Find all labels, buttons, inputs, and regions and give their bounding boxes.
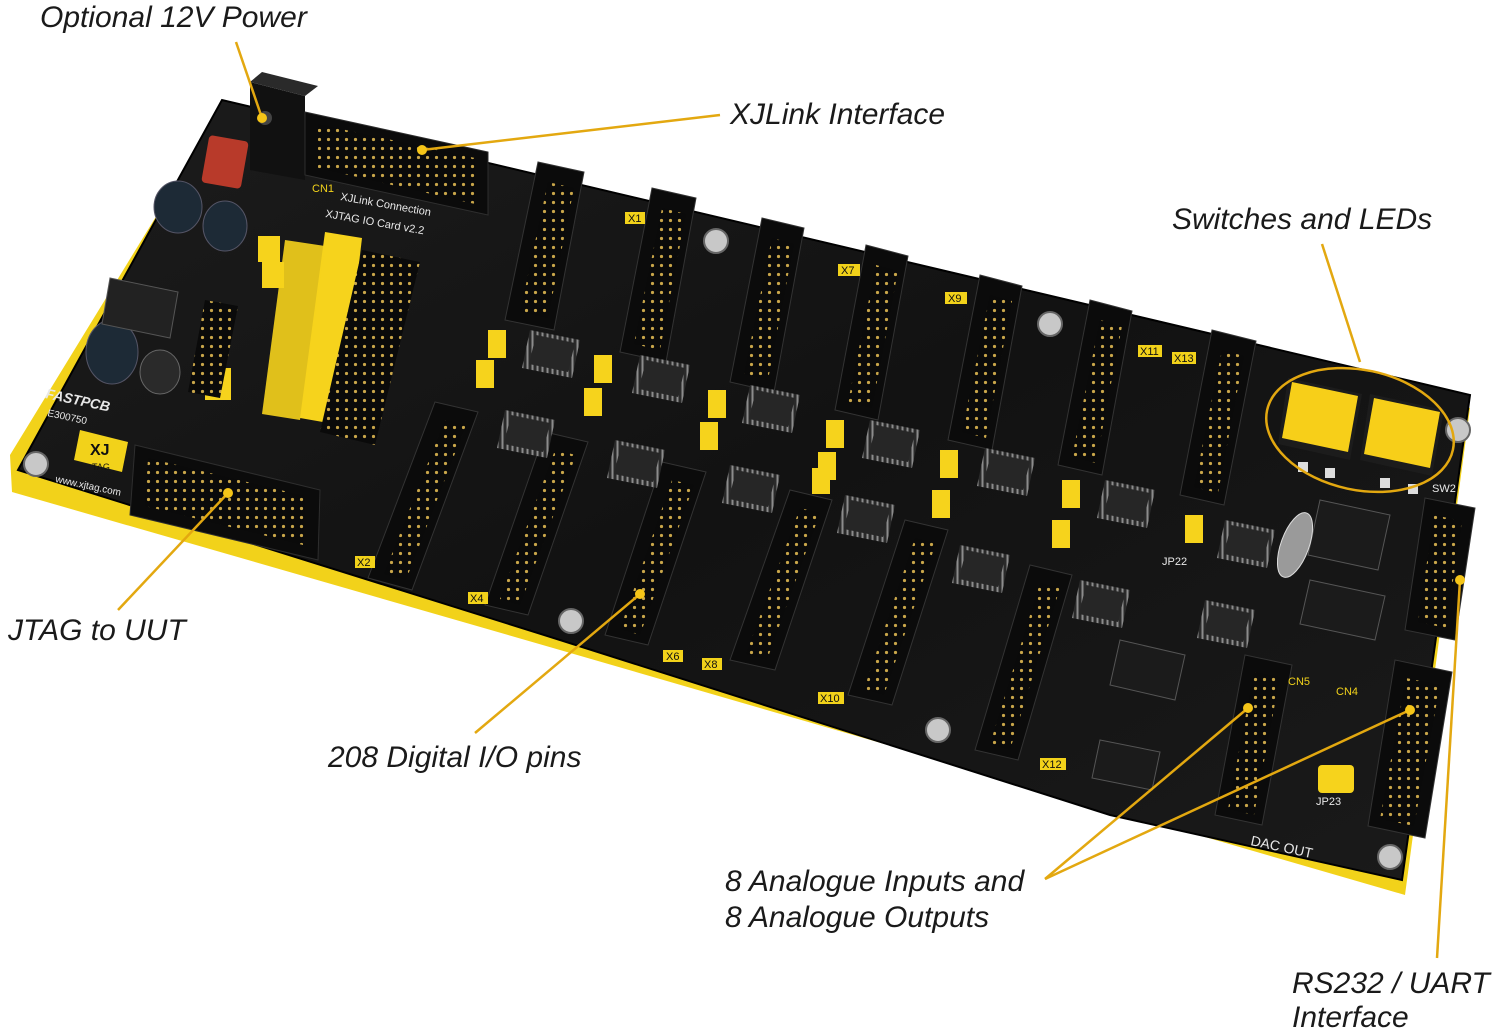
callout-analogue-line2: 8 Analogue Outputs [725,901,990,934]
callout-digital-io: 208 Digital I/O pins [328,741,582,774]
io-jumpers [476,330,1354,793]
silk-x2: X2 [357,557,370,569]
leader-rs232 [1435,579,1462,959]
crystal-oscillator [1276,512,1314,578]
silk-cn1: CN1 [312,183,334,195]
leader-dots [223,113,1465,715]
callout-rs232-line2: Interface [1292,1001,1409,1034]
silk-x4: X4 [470,593,483,605]
io-connectors-bottom [367,401,1073,761]
silk-tag: TAG [92,462,110,472]
pin-headers-left [188,250,420,445]
callout-switches-leds: Switches and LEDs [1172,203,1433,236]
leader-digital-io [474,593,641,734]
silk-x6: X6 [666,651,679,663]
leader-analogue-2 [1044,708,1411,881]
ic-chips [497,330,1391,791]
silk-x11: X11 [1140,346,1159,358]
silk-x1: X1 [628,213,641,225]
silk-cn4: CN4 [1336,686,1358,698]
connector-labels: X7 X9 X11 X13 X1 X2 X4 X6 X8 X10 X12 [355,212,1196,771]
silk-jp22: JP22 [1162,556,1187,568]
switches-highlight-ring [1264,366,1456,494]
silk-cn5: CN5 [1288,676,1310,688]
silk-xj: XJ [90,442,110,459]
analogue-connectors: DAC OUT CN5 CN4 JP23 JP22 [1162,556,1453,861]
callout-rs232-line1: RS232 / UART [1292,967,1490,1000]
silk-x7: X7 [841,265,854,277]
silk-x13: X13 [1174,353,1194,365]
callout-analogue-line1: 8 Analogue Inputs and [725,865,1025,898]
callout-jtag: JTAG to UUT [8,614,186,647]
silk-x8: X8 [704,659,717,671]
capacitors [85,180,248,395]
jtag-connector [129,444,321,561]
leader-xjlink [421,113,721,152]
silk-x10: X10 [820,693,840,705]
silk-jp23: JP23 [1316,796,1341,808]
silk-x9: X9 [948,293,961,305]
leader-switches [1320,243,1362,363]
leader-jtag [117,492,229,611]
silk-x12: X12 [1042,759,1062,771]
mounting-screws [23,228,1471,870]
leader-power [234,41,264,119]
switches-leds: SW2 [1278,378,1456,495]
callout-xjlink: XJLink Interface [730,98,946,131]
callout-power: Optional 12V Power [40,1,307,34]
silk-sw2: SW2 [1432,483,1456,495]
leader-lines [117,41,1462,959]
red-fuse [201,135,249,189]
leader-analogue-1 [1044,707,1249,880]
voltage-regulator [101,277,179,339]
